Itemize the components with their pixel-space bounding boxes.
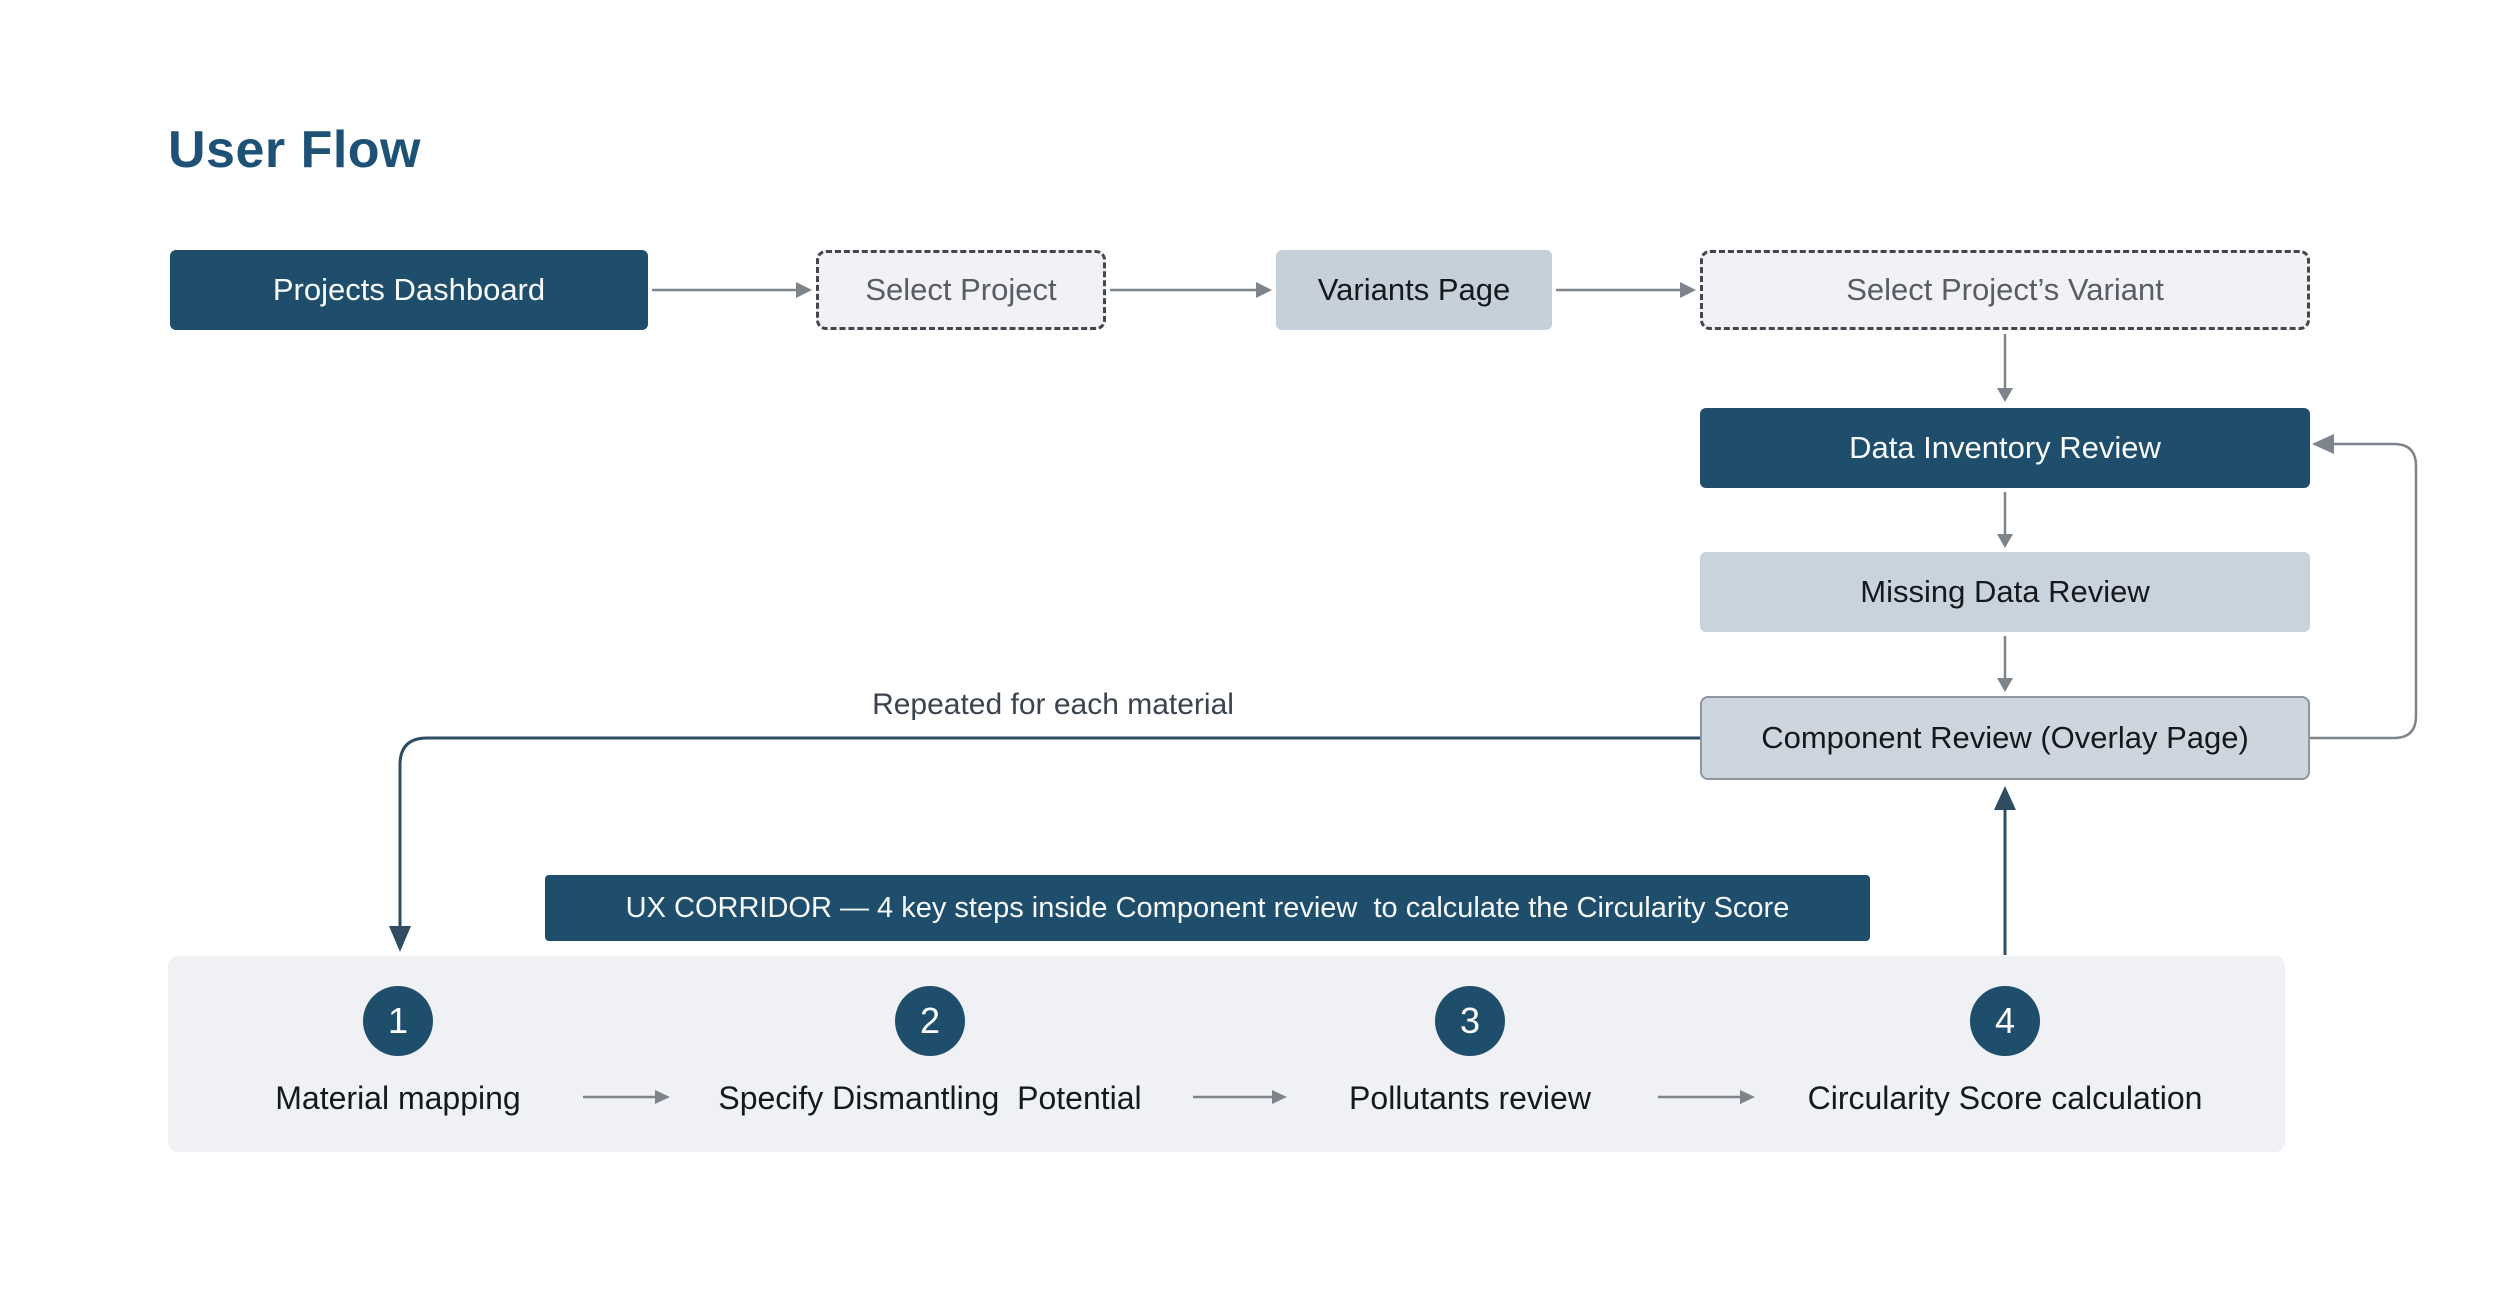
arrowhead-right-icon bbox=[655, 1090, 670, 1104]
step-label-material-mapping: Material mapping bbox=[275, 1080, 521, 1116]
arrowhead-right-icon bbox=[1680, 282, 1696, 298]
steps-panel bbox=[168, 956, 2285, 1152]
step-number-badge: 1 bbox=[363, 986, 433, 1056]
repeat-loop-note: Repeated for each material bbox=[872, 688, 1234, 721]
connector-component-loop-right bbox=[2310, 442, 2418, 740]
arrowhead-down-icon bbox=[1997, 534, 2013, 548]
step-number: 3 bbox=[1459, 1000, 1481, 1041]
arrowhead-left-icon bbox=[2312, 434, 2334, 454]
node-label: Variants Page bbox=[1317, 272, 1511, 307]
node-select-project-variant: Select Project’s Variant bbox=[1700, 250, 2310, 330]
node-label: Projects Dashboard bbox=[272, 272, 546, 307]
step-number-badge: 2 bbox=[895, 986, 965, 1056]
node-label: Missing Data Review bbox=[1860, 574, 2150, 609]
step-number: 2 bbox=[919, 1000, 941, 1041]
step-number-badge: 3 bbox=[1435, 986, 1505, 1056]
step-number-badge: 4 bbox=[1970, 986, 2040, 1056]
arrowhead-down-icon bbox=[1997, 388, 2013, 402]
step-number: 1 bbox=[387, 1000, 409, 1041]
arrowhead-down-icon bbox=[1997, 678, 2013, 692]
page-title: User Flow bbox=[168, 121, 421, 179]
node-label: Data Inventory Review bbox=[1849, 430, 2161, 465]
node-label: Component Review (Overlay Page) bbox=[1761, 720, 2249, 755]
node-label: Select Project’s Variant bbox=[1846, 272, 2164, 307]
step-label-pollutants-review: Pollutants review bbox=[1349, 1080, 1591, 1116]
node-component-review: Component Review (Overlay Page) bbox=[1700, 696, 2310, 780]
arrowhead-right-icon bbox=[1740, 1090, 1755, 1104]
arrowhead-up-icon bbox=[1994, 786, 2016, 810]
node-variants-page: Variants Page bbox=[1276, 250, 1552, 330]
node-data-inventory-review: Data Inventory Review bbox=[1700, 408, 2310, 488]
node-projects-dashboard: Projects Dashboard bbox=[170, 250, 648, 330]
connector-repeat-loop bbox=[398, 736, 1700, 928]
step-label-circularity-score: Circularity Score calculation bbox=[1807, 1080, 2203, 1116]
node-select-project: Select Project bbox=[816, 250, 1106, 330]
arrowhead-right-icon bbox=[1272, 1090, 1287, 1104]
step-label-dismantling-potential: Specify Dismantling Potential bbox=[718, 1080, 1142, 1116]
arrowhead-right-icon bbox=[796, 282, 812, 298]
arrowhead-down-icon bbox=[389, 926, 411, 952]
step-number: 4 bbox=[1994, 1000, 2016, 1041]
arrowhead-right-icon bbox=[1256, 282, 1272, 298]
ux-corridor-banner: UX CORRIDOR — 4 key steps inside Compone… bbox=[545, 875, 1870, 941]
ux-corridor-banner-text: UX CORRIDOR — 4 key steps inside Compone… bbox=[625, 891, 1790, 924]
node-missing-data-review: Missing Data Review bbox=[1700, 552, 2310, 632]
node-label: Select Project bbox=[865, 272, 1057, 307]
